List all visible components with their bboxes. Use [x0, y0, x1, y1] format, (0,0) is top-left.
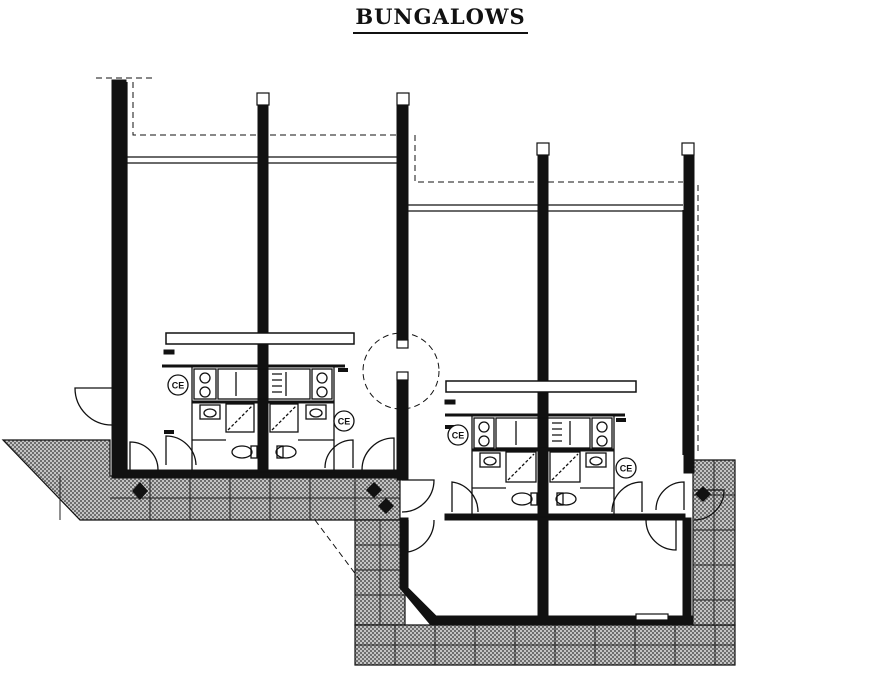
- wall-caps: [256, 92, 695, 621]
- left-unit-ce-a: CE: [167, 374, 189, 396]
- feature-circle: [362, 332, 440, 410]
- door-left-entry[interactable]: [74, 387, 113, 426]
- plan-title-text: BUNGALOWS: [353, 4, 528, 34]
- door-right-outer[interactable]: [693, 489, 725, 521]
- door-left-bath-a[interactable]: [129, 441, 159, 471]
- door-right-bath-a[interactable]: [451, 481, 479, 513]
- wall-service-left: [163, 349, 175, 355]
- left-unit-bathroom: [162, 364, 345, 473]
- wall-service-right: [444, 399, 456, 405]
- plan-title: BUNGALOWS: [0, 4, 875, 34]
- left-terrace-paving: [1, 439, 401, 521]
- wall-left-outer: [111, 79, 127, 476]
- ce-label-text: CE: [620, 464, 633, 474]
- door-bay-side[interactable]: [407, 519, 435, 553]
- bath-stubs: [164, 368, 626, 434]
- door-right-bath-b[interactable]: [611, 481, 643, 513]
- ce-label-text: CE: [172, 381, 185, 391]
- shelves: [165, 332, 637, 393]
- right-unit-bathroom: [445, 413, 625, 518]
- walls: [111, 79, 695, 626]
- wall-left-front: [111, 469, 403, 479]
- wall-partition-1: [257, 104, 269, 476]
- door-right-bay[interactable]: [645, 519, 677, 551]
- ce-labels: CE CE CE CE: [167, 374, 637, 479]
- wall-right-outer: [683, 154, 695, 474]
- door-left-bath-c[interactable]: [324, 439, 354, 469]
- wall-bay-bottom: [429, 615, 693, 625]
- right-unit-shelf: [445, 380, 637, 393]
- ce-label-text: CE: [338, 417, 351, 427]
- door-left-bath-b[interactable]: [165, 435, 197, 466]
- door-left-terrace[interactable]: [361, 437, 395, 471]
- left-unit-shelf: [165, 332, 355, 345]
- wall-partition-2: [396, 104, 409, 341]
- left-unit-ce-b: CE: [333, 410, 355, 432]
- dashed-outlines: [96, 77, 736, 630]
- door-bay-top[interactable]: [401, 479, 435, 513]
- door-right-terrace[interactable]: [655, 481, 685, 511]
- right-unit-ce-a: CE: [447, 424, 469, 446]
- wall-bay-left: [399, 517, 409, 589]
- stepping-stones: [132, 482, 711, 514]
- wall-bay-right: [682, 517, 692, 625]
- doors: [74, 387, 725, 553]
- ce-label-text: CE: [452, 431, 465, 441]
- wall-partition-2-lower: [396, 379, 409, 481]
- right-unit-ce-b: CE: [615, 457, 637, 479]
